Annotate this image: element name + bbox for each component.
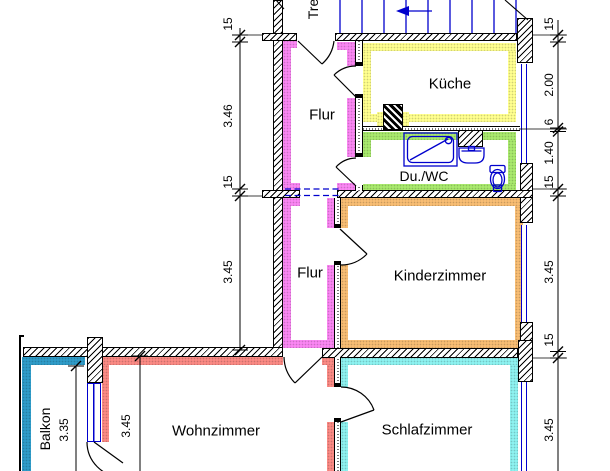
kinderzimmer-lining (341, 265, 348, 340)
wall-middle (262, 190, 300, 198)
dim-label-right-4: 15 (542, 175, 556, 189)
duwc-lining (363, 132, 460, 140)
schlafzimmer-lining (341, 357, 518, 365)
kinderzimmer-lining (341, 198, 523, 206)
door-jamb (334, 383, 341, 387)
schlafzimmer-lining (341, 365, 348, 387)
balcony-door-arc (86, 441, 124, 471)
dim-label-right-5: 3.45 (542, 260, 556, 284)
window-schlafzimmer (521, 382, 527, 471)
schlafzimmer-lining (341, 422, 348, 471)
wohnzimmer-lining (327, 365, 334, 387)
balcony-railing (19, 335, 24, 337)
flur-lower-lining (283, 340, 334, 348)
duwc-door-arc (335, 157, 357, 187)
dim-label-left-0: 15 (221, 17, 235, 31)
door-jamb (355, 153, 363, 157)
dim-label-right-7: 3.45 (542, 418, 556, 442)
wohnzimmer-lining (327, 422, 334, 471)
partition-wohn-schlaf (334, 422, 341, 471)
dim-label-bottom-1: 3.45 (119, 414, 133, 438)
kinderzimmer-door-arc (339, 228, 368, 266)
wall-pillar (518, 340, 533, 382)
door-jamb (334, 418, 341, 422)
room-label-balkon: Balkon (37, 407, 53, 451)
wall-bottom (322, 348, 518, 358)
stair-rail-line (504, 0, 529, 21)
room-label-schlafzimmer: Schlafzimmer (381, 421, 473, 439)
room-label-flur-upper: Flur (309, 106, 335, 124)
dim-label-right-6: 15 (542, 333, 556, 347)
partition-flur-duwc (355, 185, 363, 191)
wall-top (262, 33, 297, 41)
partition-flur-kinderzimmer (334, 265, 341, 348)
dim-label-right-2: 6 (542, 118, 556, 126)
wohnzimmer-door-arc (283, 356, 323, 384)
wall-middle (337, 190, 533, 198)
door-jamb (334, 261, 341, 265)
partition-wohn-schlaf (334, 357, 341, 387)
kueche-lining (363, 51, 371, 122)
room-label-kueche: Küche (428, 75, 472, 93)
wohnzimmer-lining (103, 357, 283, 365)
dim-label-right-1: 2.00 (542, 73, 556, 97)
stairs (339, 0, 517, 33)
room-label-wohnzimmer: Wohnzimmer (171, 422, 261, 440)
kinderzimmer-lining (341, 340, 523, 348)
flur-upper-lining (347, 42, 355, 66)
dim-label-left-3: 3.45 (221, 260, 235, 284)
flur-upper-lining (283, 40, 291, 191)
schlafzimmer-lining (510, 365, 518, 471)
entrance-door-arc (297, 40, 335, 65)
duwc-lining (508, 140, 516, 185)
duwc-lining (483, 132, 516, 140)
dim-label-bottom-0: 3.35 (57, 418, 71, 442)
partition-flur-kueche (355, 98, 363, 157)
balcony-railing (19, 335, 21, 471)
dim-label-left-1: 3.46 (221, 104, 235, 128)
wohnzimmer-lining (322, 357, 334, 365)
room-label-flur-lower: Flur (297, 264, 323, 282)
flur-lower-lining (327, 265, 334, 342)
dim-label-right-0: 15 (542, 17, 556, 31)
kinderzimmer-lining (341, 206, 348, 228)
kueche-lining (508, 51, 516, 122)
wohnzimmer-lining (102, 365, 109, 442)
kueche-door-arc (333, 65, 357, 98)
dimension-lines (75, 20, 559, 471)
balcony-door (87, 383, 101, 442)
room-label-duwc: Du./WC (399, 168, 449, 184)
stair-direction-arrow (396, 6, 432, 16)
door-jamb (334, 224, 341, 228)
wall-left (273, 0, 283, 357)
room-label-stairwell: Tre (305, 0, 321, 20)
dim-label-right-3: 1.40 (542, 141, 556, 165)
wall-top (335, 33, 517, 41)
flur-lower-lining (327, 198, 334, 228)
wall-bottom (23, 347, 283, 357)
kueche-lining (363, 43, 516, 51)
flur-upper-lining (283, 40, 297, 48)
flur-upper-lining (347, 98, 355, 157)
window-kueche-duwc (521, 64, 527, 163)
window-kinderzimmer (521, 225, 527, 322)
door-jamb (355, 62, 363, 66)
wall-block-duwc (458, 130, 483, 147)
door-jamb (355, 94, 363, 98)
balkon-lining (22, 357, 31, 471)
flur-lower-lining (283, 198, 291, 348)
dim-label-left-2: 15 (221, 175, 235, 189)
washbasin (458, 145, 485, 164)
flur-lower-lining (283, 198, 300, 206)
balkon-lining (31, 357, 85, 365)
wall-pillar (517, 18, 533, 63)
room-label-kinderzimmer: Kinderzimmer (393, 267, 487, 285)
duwc-lining (363, 140, 371, 157)
schlafzimmer-door-arc (340, 386, 375, 423)
installation-shaft (383, 104, 403, 130)
wall-pillar-balcony (87, 337, 103, 383)
